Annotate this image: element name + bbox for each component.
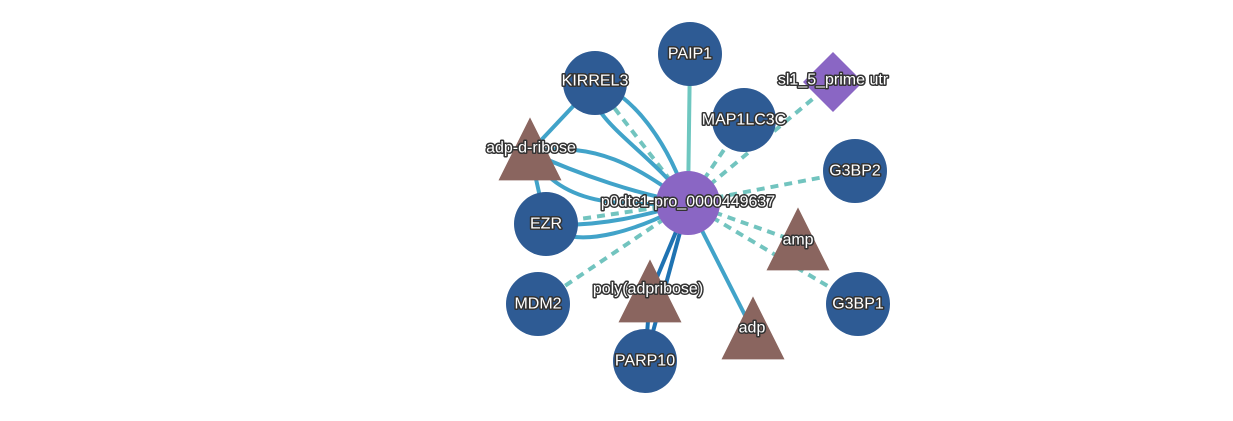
node-adp[interactable]: [721, 296, 785, 360]
node-label-g3bp2: G3BP2: [829, 163, 881, 180]
node-label-map1lc3c: MAP1LC3C: [702, 112, 786, 129]
node-mdm2[interactable]: [506, 272, 570, 336]
node-label-adp: adp: [739, 320, 766, 337]
node-adpdribose[interactable]: [498, 117, 562, 181]
node-center[interactable]: [656, 171, 720, 235]
node-label-kirrel3: KIRREL3: [562, 73, 629, 90]
node-label-g3bp1: G3BP1: [832, 296, 884, 313]
node-layer: [498, 22, 890, 393]
node-parp10[interactable]: [613, 329, 677, 393]
node-label-sl1: sl1_5_prime utr: [778, 72, 889, 89]
node-ezr[interactable]: [514, 192, 578, 256]
node-kirrel3[interactable]: [563, 51, 627, 115]
node-label-adpdribose: adp-d-ribose: [486, 140, 576, 157]
node-label-parp10: PARP10: [615, 353, 675, 370]
node-label-amp: amp: [782, 232, 813, 249]
node-g3bp1[interactable]: [826, 272, 890, 336]
node-paip1[interactable]: [658, 22, 722, 86]
node-label-ezr: EZR: [530, 216, 562, 233]
node-polyadp[interactable]: [618, 259, 682, 323]
node-sl1[interactable]: [803, 52, 863, 112]
node-label-polyadp: poly(adpribose): [593, 281, 703, 298]
edge-center-g3bp1: [686, 201, 860, 306]
node-amp[interactable]: [766, 207, 830, 271]
node-label-mdm2: MDM2: [514, 296, 561, 313]
label-layer: p0dtc1-pro_0000449637 PAIP1KIRREL3MAP1LC3…: [485, 44, 891, 371]
node-g3bp2[interactable]: [823, 139, 887, 203]
node-map1lc3c[interactable]: [712, 88, 776, 152]
node-label-center: p0dtc1-pro_0000449637: [601, 194, 775, 211]
node-label-paip1: PAIP1: [668, 46, 712, 63]
